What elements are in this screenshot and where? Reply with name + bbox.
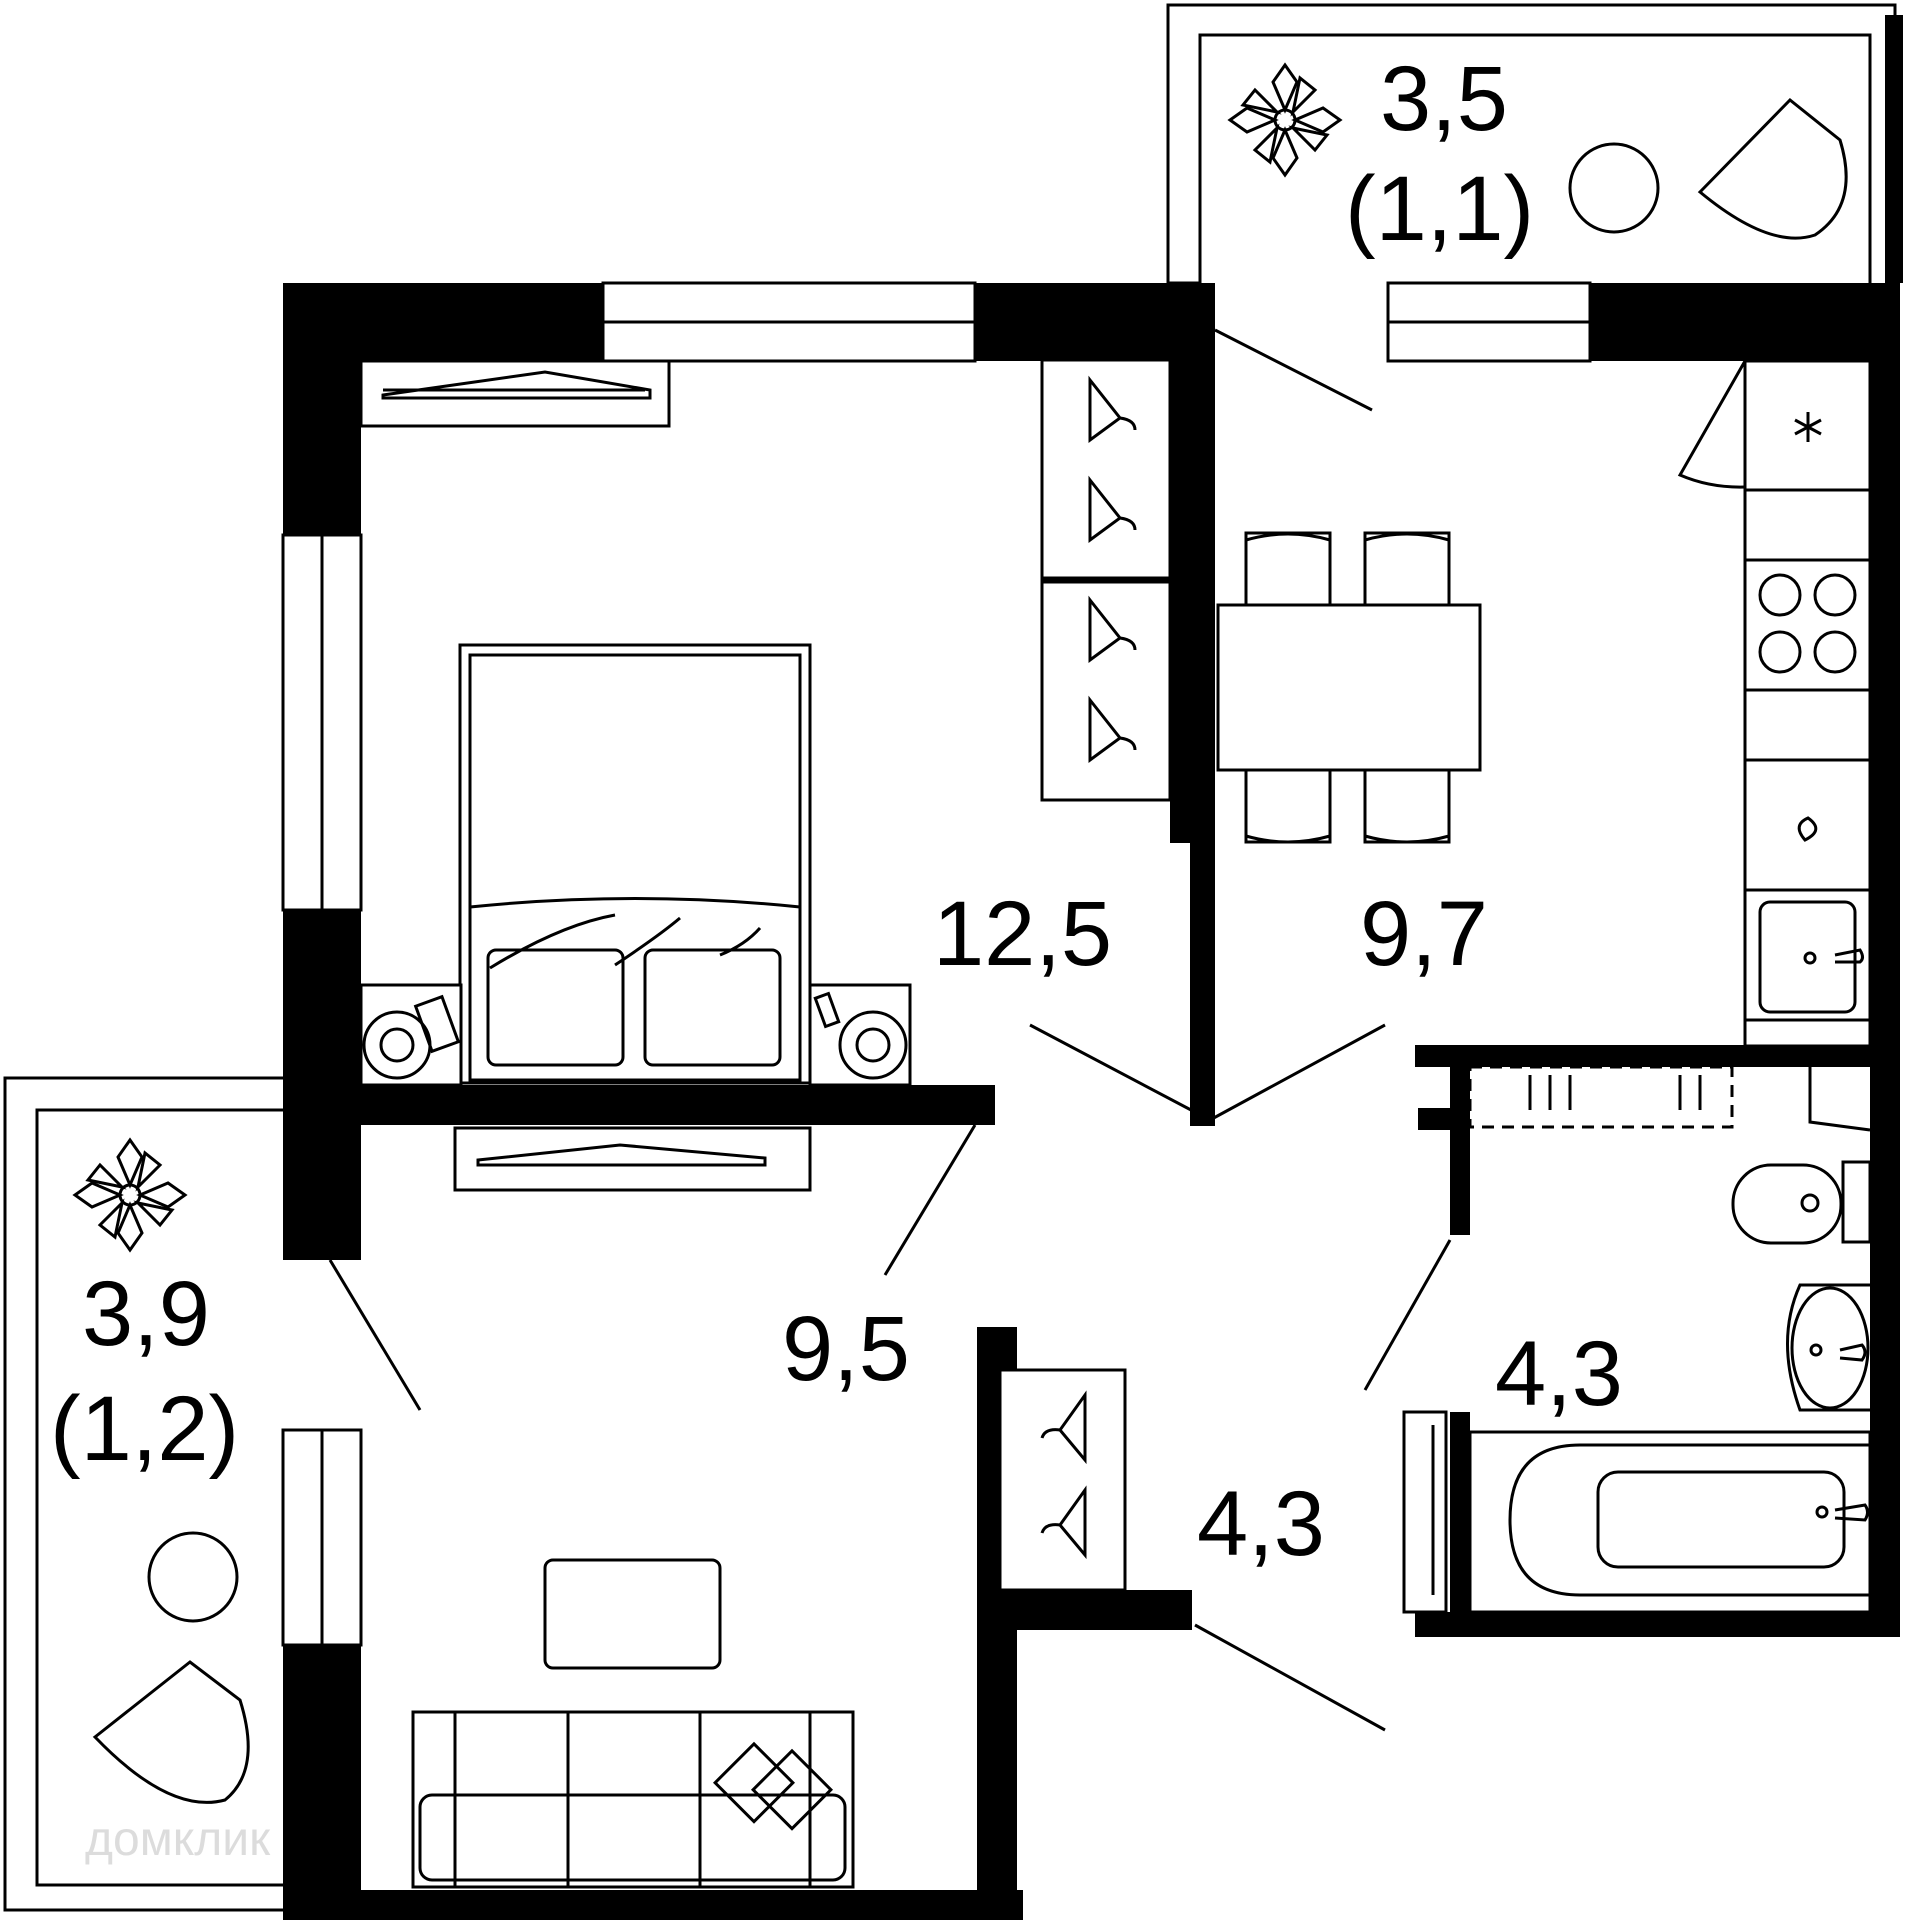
bedroom-furniture	[359, 358, 1174, 1192]
balcony-top-reduced-label: (1,1)	[1345, 158, 1534, 260]
balcony-left-area-label: 3,9	[82, 1263, 210, 1365]
kitchen-area-label: 9,7	[1360, 883, 1488, 985]
flower-icon	[1227, 62, 1343, 178]
flower-icon	[72, 1137, 188, 1253]
balcony-top	[1166, 3, 1903, 285]
balcony-left	[3, 1076, 283, 1912]
windows	[281, 281, 1592, 1647]
hall-area-label: 4,3	[1197, 1473, 1325, 1575]
balcony-top-area-label: 3,5	[1380, 48, 1508, 150]
hanger-icons	[998, 375, 1137, 1592]
living-furniture	[411, 1558, 855, 1889]
bathroom-area-label: 4,3	[1495, 1323, 1623, 1425]
walls	[283, 283, 1900, 1920]
balcony-left-decor	[72, 1137, 250, 1804]
balcony-left-reduced-label: (1,2)	[50, 1378, 239, 1480]
bedroom-area-label: 12,5	[933, 883, 1112, 985]
fridge-snowflake-icon	[1794, 412, 1822, 442]
hob-icon	[1758, 573, 1857, 674]
kitchen-furniture	[1216, 359, 1872, 1048]
living-area-label: 9,5	[782, 1298, 910, 1400]
balcony-top-decor	[1227, 62, 1848, 240]
bathroom-furniture	[1402, 1065, 1872, 1614]
watermark: домклик	[85, 1813, 271, 1866]
door-swings	[328, 328, 1747, 1732]
